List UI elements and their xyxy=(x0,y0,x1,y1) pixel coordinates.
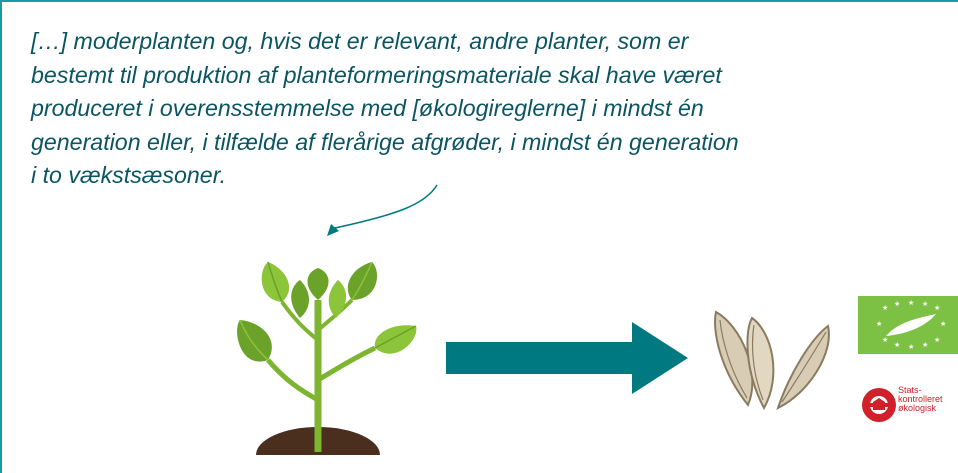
seeds-icon xyxy=(714,310,830,411)
regulation-quote: […] moderplanten og, hvis det er relevan… xyxy=(31,28,739,188)
svg-text:★: ★ xyxy=(882,304,888,312)
svg-text:★: ★ xyxy=(908,343,914,351)
leaf xyxy=(237,319,272,362)
leaf xyxy=(328,280,347,318)
seed xyxy=(776,324,830,410)
process-arrow xyxy=(446,322,688,394)
seed xyxy=(714,310,754,407)
plant-icon xyxy=(237,261,417,473)
svg-text:★: ★ xyxy=(922,341,928,349)
danish-organic-label: Stats- kontrolleret økologisk xyxy=(898,385,943,413)
leaf xyxy=(261,261,290,303)
leaf xyxy=(374,325,417,354)
leaf xyxy=(291,280,309,318)
leaf xyxy=(347,261,378,301)
svg-text:★: ★ xyxy=(940,320,946,328)
svg-text:★: ★ xyxy=(922,300,928,308)
svg-text:★: ★ xyxy=(934,336,940,344)
svg-text:★: ★ xyxy=(882,336,888,344)
curved-pointer-arrow xyxy=(327,184,438,236)
eu-organic-leaf-logo-icon: ★★★ ★★ ★★ ★★★ ★★ xyxy=(858,296,958,354)
svg-text:★: ★ xyxy=(894,300,900,308)
svg-text:★: ★ xyxy=(894,341,900,349)
seed xyxy=(746,316,775,411)
danish-state-controlled-organic-logo-icon xyxy=(862,388,896,422)
svg-text:★: ★ xyxy=(908,299,914,307)
svg-text:★: ★ xyxy=(876,320,882,328)
leaf xyxy=(307,268,329,300)
svg-text:★: ★ xyxy=(934,304,940,312)
